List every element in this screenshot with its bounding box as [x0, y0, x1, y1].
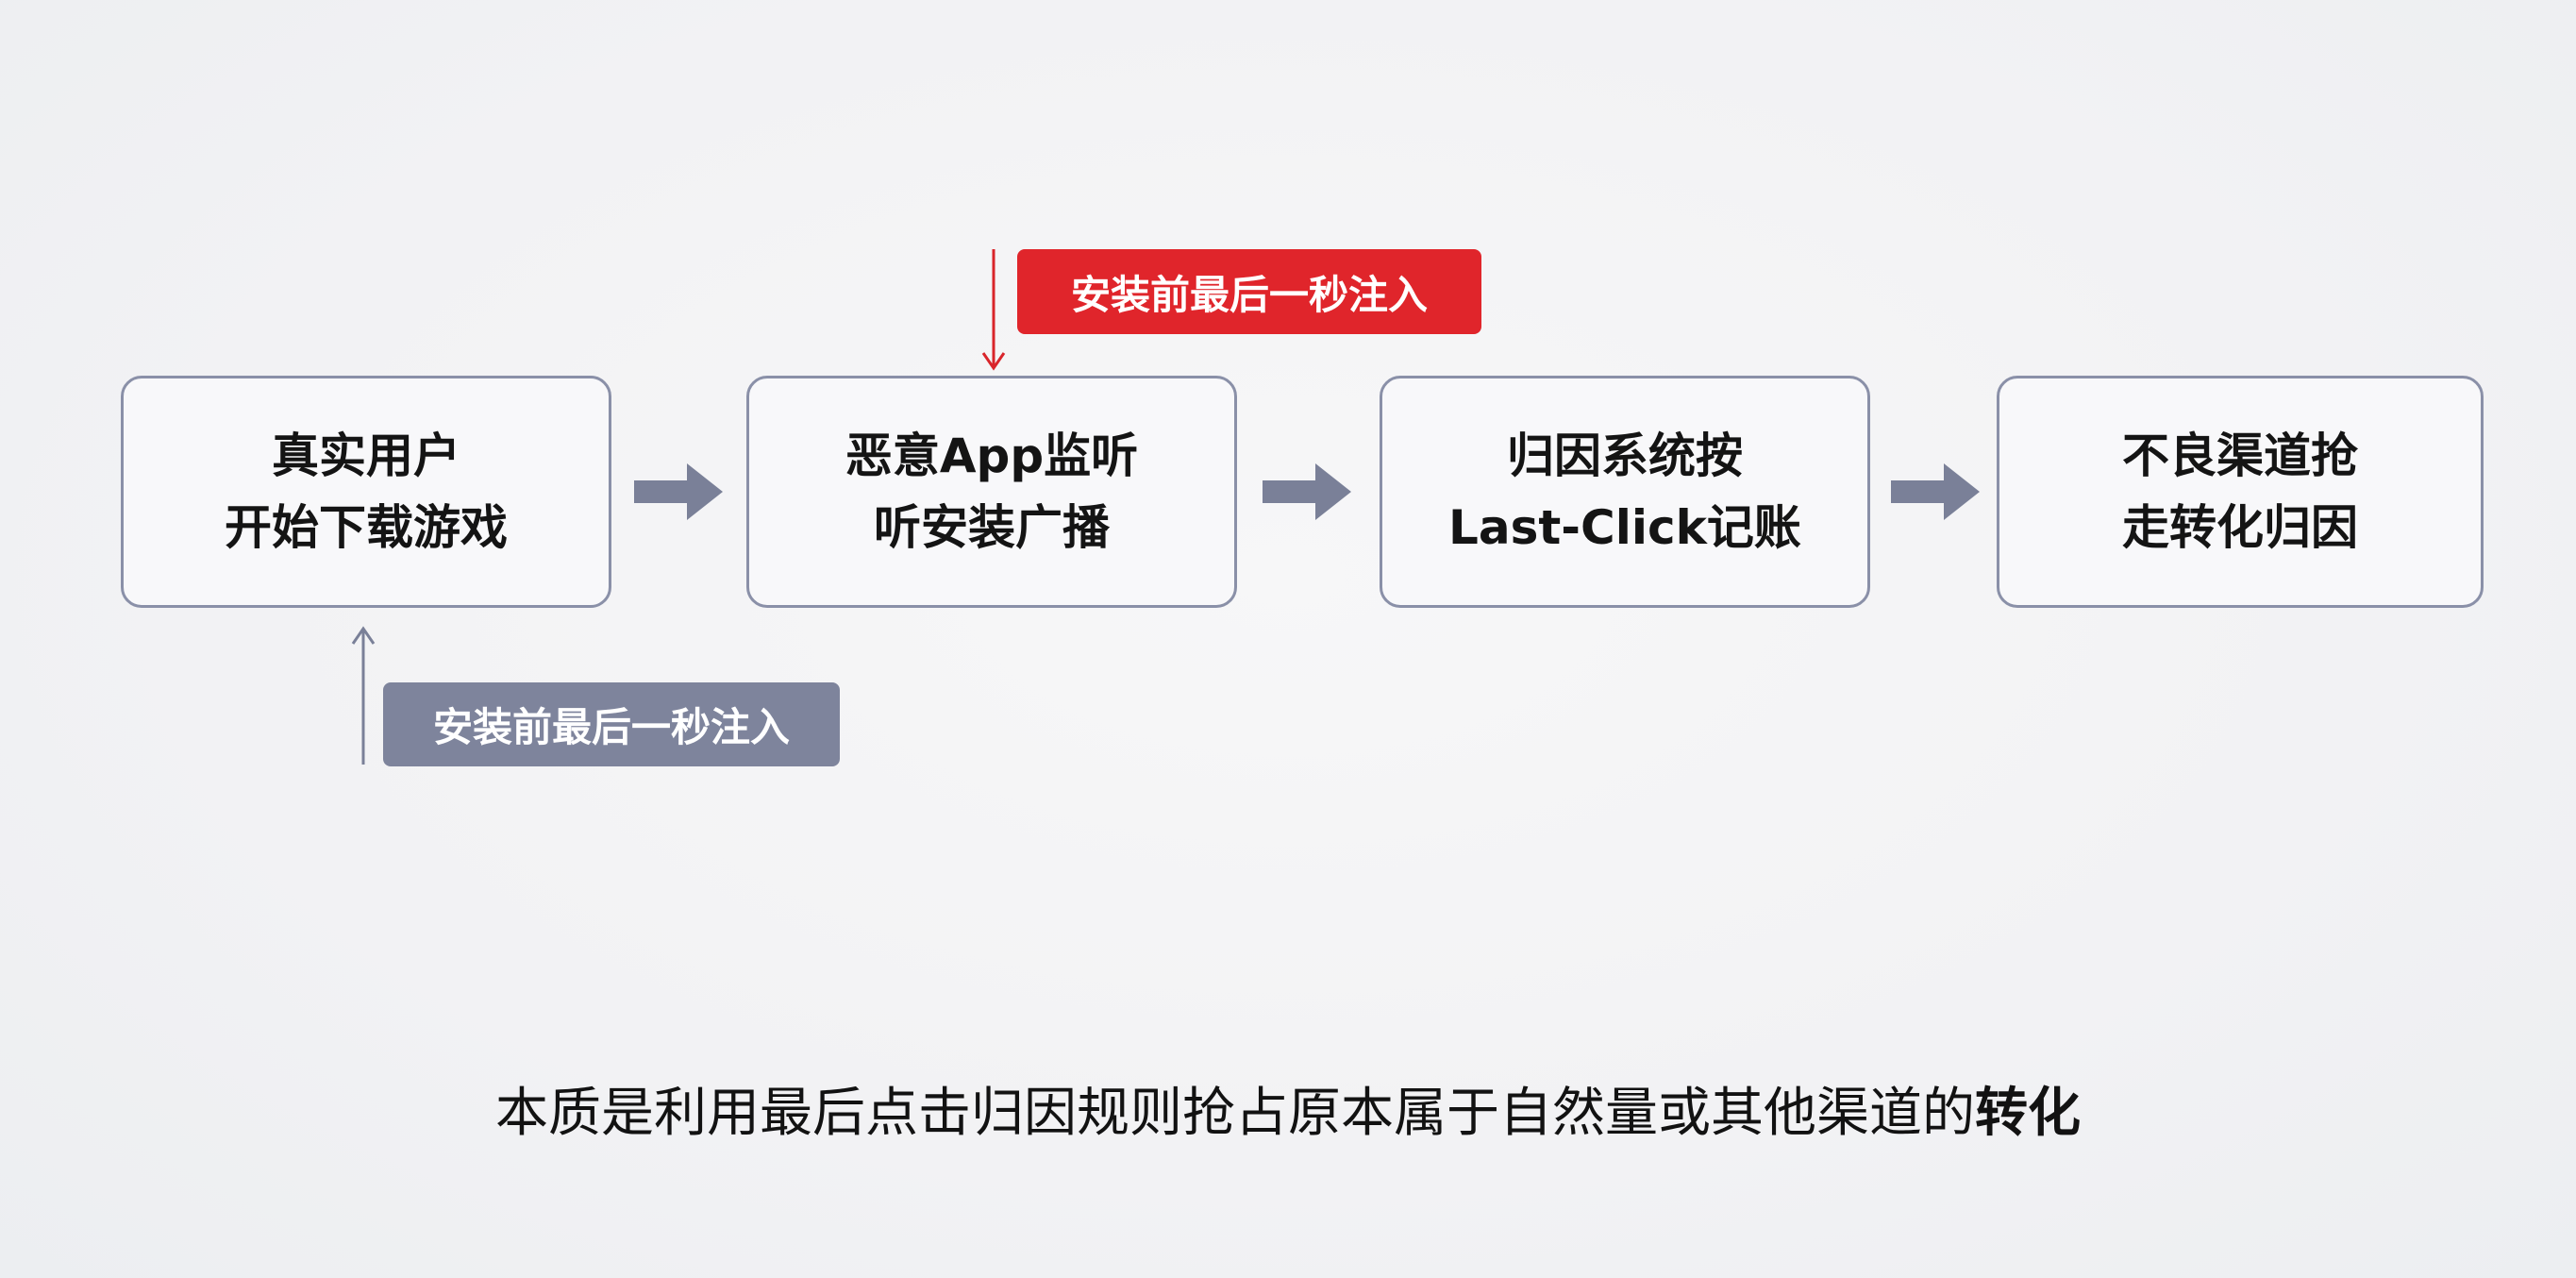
node-line: 归因系统按 — [1507, 429, 1743, 483]
flow-node-attribution-system: 归因系统按 Last-Click记账 — [1380, 376, 1870, 608]
node-line: 真实用户 — [272, 429, 460, 483]
flow-node-real-user: 真实用户 开始下载游戏 — [121, 376, 611, 608]
flow-arrow-icon — [1891, 463, 1980, 520]
injection-tag-bottom: 安装前最后一秒注入 — [383, 682, 840, 766]
tag-label: 安装前最后一秒注入 — [432, 704, 790, 750]
caption-text: 本质是利用最后点击归因规则抢占原本属于自然量或其他渠道的 — [495, 1083, 1975, 1144]
flow-node-malicious-app: 恶意App监听 听安装广播 — [746, 376, 1237, 608]
flow-arrow-icon — [1263, 463, 1351, 520]
node-line: 开始下载游戏 — [225, 500, 508, 555]
node-line: 不良渠道抢 — [2122, 429, 2358, 483]
caption-emphasis: 转化 — [1975, 1083, 2081, 1144]
flow-node-bad-channel: 不良渠道抢 走转化归因 — [1997, 376, 2484, 608]
tag-label: 安装前最后一秒注入 — [1070, 271, 1428, 318]
node-line: 听安装广播 — [874, 500, 1110, 555]
node-line: 恶意App监听 — [845, 429, 1139, 483]
node-line: 走转化归因 — [2122, 500, 2358, 555]
caption: 本质是利用最后点击归因规则抢占原本属于自然量或其他渠道的转化 — [0, 1076, 2576, 1152]
injection-tag-top: 安装前最后一秒注入 — [1017, 249, 1481, 334]
flow-arrow-icon — [634, 463, 723, 520]
red-down-arrow-icon — [981, 249, 1006, 371]
node-line: Last-Click记账 — [1448, 500, 1801, 555]
gray-up-arrow-icon — [351, 626, 376, 765]
